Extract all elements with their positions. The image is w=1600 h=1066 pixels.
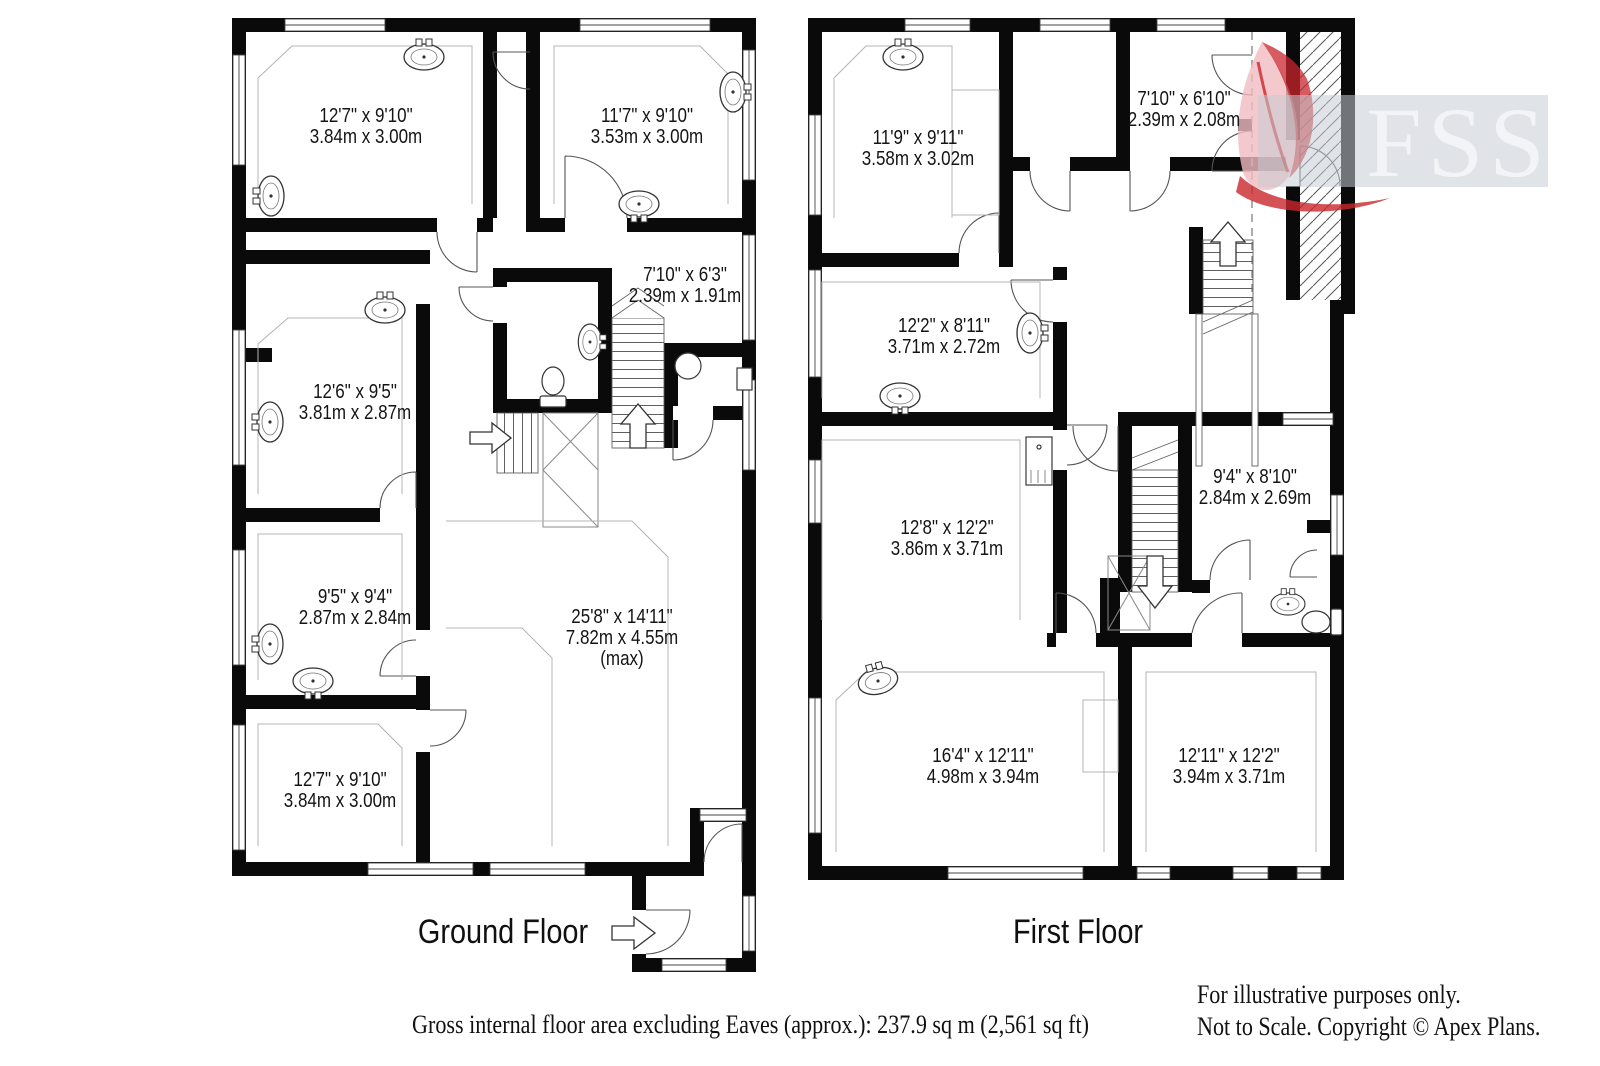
first-door-openings xyxy=(959,140,1300,647)
sink-icon xyxy=(879,382,921,415)
room-metric-dims: 3.86m x 3.71m xyxy=(890,538,1004,560)
ground-doors xyxy=(379,51,743,955)
sink-icon xyxy=(364,291,406,324)
room-imperial-dims: 9'4" x 8'10" xyxy=(1213,466,1297,488)
sink-icon xyxy=(1270,588,1306,616)
room-metric-dims: 3.71m x 2.72m xyxy=(887,336,1001,358)
room-metric-dims: 3.58m x 3.02m xyxy=(861,148,975,170)
room-metric-dims: 4.98m x 3.94m xyxy=(926,766,1040,788)
room-imperial-dims: 12'7" x 9'10" xyxy=(293,769,387,791)
room-imperial-dims: 11'7" x 9'10" xyxy=(601,105,693,127)
room-dimensions-label: 12'11" x 12'2" 3.94m x 3.71m xyxy=(1136,746,1323,788)
first-windows xyxy=(808,18,1344,880)
room-imperial-dims: 16'4" x 12'11" xyxy=(932,745,1034,767)
toilet-icon xyxy=(539,366,567,408)
round-basin-icon xyxy=(674,352,702,380)
room-metric-dims: 3.81m x 2.87m xyxy=(298,402,412,424)
room-dimensions-label: 7'10" x 6'10" 2.39m x 2.08m xyxy=(1091,89,1278,131)
room-dimensions-label: 12'7" x 9'10" 3.84m x 3.00m xyxy=(247,770,434,812)
sink-icon xyxy=(882,38,924,71)
right-arrow-icon xyxy=(469,421,513,455)
sink-icon xyxy=(853,657,902,700)
room-dimensions-label: 9'4" x 8'10" 2.84m x 2.69m xyxy=(1162,467,1349,509)
ground-walls xyxy=(232,18,756,972)
wall-basin-icon xyxy=(736,367,753,391)
room-imperial-dims: 25'8" x 14'11" xyxy=(571,606,673,628)
floor-area-note: Gross internal floor area excluding Eave… xyxy=(412,1010,1089,1039)
ground-windows xyxy=(232,18,756,972)
fss-logo-text: FSS xyxy=(1366,87,1551,198)
disclaimer-text: For illustrative purposes only. Not to S… xyxy=(1197,979,1540,1043)
room-imperial-dims: 12'11" x 12'2" xyxy=(1178,745,1280,767)
room-dimensions-label: 12'6" x 9'5" 3.81m x 2.87m xyxy=(262,382,449,424)
room-metric-dims: 3.53m x 3.00m xyxy=(590,126,704,148)
room-imperial-dims: 9'5" x 9'4" xyxy=(317,586,393,608)
room-dimensions-label: 11'9" x 9'11" 3.58m x 3.02m xyxy=(825,128,1012,170)
up-arrow-icon xyxy=(619,402,657,449)
sink-icon xyxy=(403,38,445,71)
room-imperial-dims: 12'8" x 12'2" xyxy=(900,517,994,539)
toilet-icon xyxy=(1301,608,1343,636)
room-dimensions-label: 25'8" x 14'11" 7.82m x 4.55m (max) xyxy=(529,607,716,670)
first-floor-title: First Floor xyxy=(1012,913,1144,951)
sink-icon xyxy=(292,667,334,700)
sink-icon xyxy=(251,623,284,665)
up-arrow-icon xyxy=(1209,220,1247,267)
room-metric-dims: 3.84m x 3.00m xyxy=(309,126,423,148)
room-metric-dims: 7.82m x 4.55m xyxy=(565,627,679,649)
first-fixtures xyxy=(853,38,1343,700)
room-imperial-dims: 12'6" x 9'5" xyxy=(313,381,397,403)
ground-floor-plan xyxy=(232,18,756,972)
first-arrows xyxy=(1136,220,1247,610)
room-metric-dims: 3.84m x 3.00m xyxy=(283,790,397,812)
room-metric-dims: 2.39m x 1.91m xyxy=(628,285,742,307)
ground-floor-title: Ground Floor xyxy=(417,913,589,951)
disclaimer-line-2: Not to Scale. Copyright © Apex Plans. xyxy=(1197,1012,1541,1041)
room-metric-dims: 3.94m x 3.71m xyxy=(1172,766,1286,788)
ground-fixtures xyxy=(251,38,753,700)
down-arrow-icon xyxy=(1136,555,1174,610)
first-floor-plan xyxy=(808,18,1355,880)
room-dimensions-label: 9'5" x 9'4" 2.87m x 2.84m xyxy=(262,587,449,629)
room-dimensions-label: 12'8" x 12'2" 3.86m x 3.71m xyxy=(854,518,1041,560)
ground-room-insets xyxy=(257,45,729,846)
room-metric-dims: 2.84m x 2.69m xyxy=(1198,487,1312,509)
room-imperial-dims: 12'7" x 9'10" xyxy=(319,105,413,127)
entry-arrow-icon xyxy=(611,915,657,951)
room-imperial-dims: 12'2" x 8'11" xyxy=(898,315,990,337)
room-dimensions-label: 11'7" x 9'10" 3.53m x 3.00m xyxy=(554,106,741,148)
room-metric-dims: 2.87m x 2.84m xyxy=(298,607,412,629)
sink-icon xyxy=(618,190,660,223)
fss-watermark: FSS xyxy=(1236,42,1551,212)
room-dimensions-label: 7'10" x 6'3" 2.39m x 1.91m xyxy=(592,265,779,307)
ground-stairs-icon xyxy=(496,287,665,528)
logo-background xyxy=(1258,95,1548,187)
ground-door-openings xyxy=(380,218,742,954)
ground-arrows xyxy=(469,402,657,951)
room-imperial-dims: 11'9" x 9'11" xyxy=(872,127,964,149)
room-dimensions-label: 12'2" x 8'11" 3.71m x 2.72m xyxy=(851,316,1038,358)
room-dimensions-label: 16'4" x 12'11" 4.98m x 3.94m xyxy=(890,746,1077,788)
room-dimensions-label: 12'7" x 9'10" 3.84m x 3.00m xyxy=(273,106,460,148)
shower-cubicle-icon xyxy=(1025,436,1053,486)
room-imperial-dims: 7'10" x 6'10" xyxy=(1137,88,1231,110)
room-imperial-dims: 7'10" x 6'3" xyxy=(643,264,727,286)
disclaimer-line-1: For illustrative purposes only. xyxy=(1197,980,1461,1009)
room-dims-note: (max) xyxy=(600,648,644,670)
room-metric-dims: 2.39m x 2.08m xyxy=(1127,109,1241,131)
